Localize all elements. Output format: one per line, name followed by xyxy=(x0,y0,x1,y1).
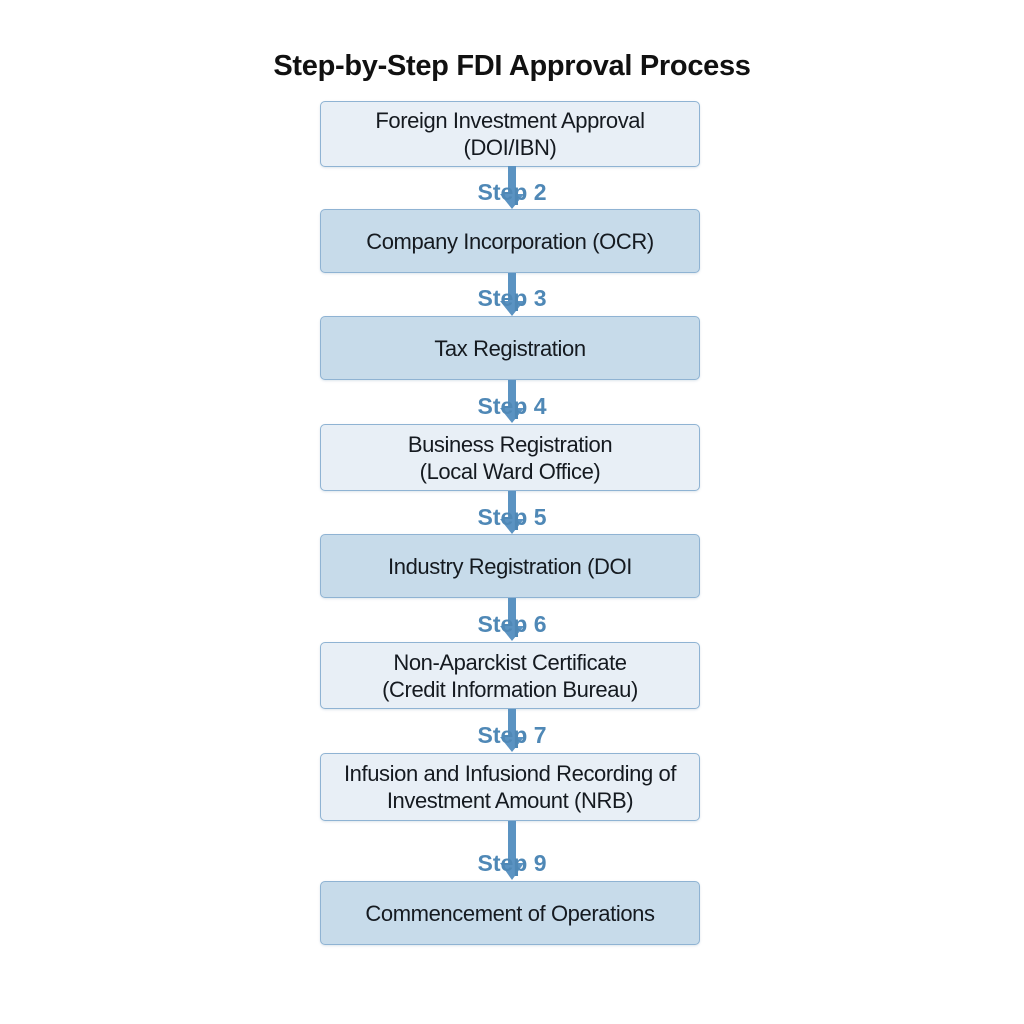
step-text: Non-Aparckist Certificate (Credit Inform… xyxy=(382,649,638,702)
page-title: Step-by-Step FDI Approval Process xyxy=(273,50,751,82)
step-text: Tax Registration xyxy=(434,335,586,361)
step-box-6: Non-Aparckist Certificate (Credit Inform… xyxy=(320,642,700,709)
step-label: Step 6 xyxy=(477,611,547,637)
arrow-down-icon xyxy=(500,821,524,880)
arrow-down-icon xyxy=(500,598,524,641)
step-text: Infusion and Infusiond Recording of Inve… xyxy=(343,761,677,813)
step-label: Step 2 xyxy=(477,179,547,205)
arrow-down-icon xyxy=(500,491,524,534)
step-box-5: Industry Registration (DOI xyxy=(320,534,700,598)
arrow-down-icon xyxy=(500,166,524,209)
step-box-3: Tax Registration xyxy=(320,316,700,380)
step-text: Company Incorporation (OCR) xyxy=(366,228,654,254)
step-box-1: Foreign Investment Approval (DOI/IBN) xyxy=(320,101,700,167)
step-label: Step 7 xyxy=(477,722,547,748)
step-label: Step 3 xyxy=(477,285,547,311)
step-box-2: Company Incorporation (OCR) xyxy=(320,209,700,273)
step-label: Step 4 xyxy=(477,393,547,419)
step-text: Commencement of Operations xyxy=(365,900,655,926)
arrow-down-icon xyxy=(500,380,524,423)
step-text: Foreign Investment Approval (DOI/IBN) xyxy=(375,108,645,160)
arrow-down-icon xyxy=(500,709,524,752)
step-text: Industry Registration (DOI xyxy=(388,553,632,579)
step-label: Step 5 xyxy=(477,504,547,530)
step-label: Step 9 xyxy=(477,850,547,876)
step-text: Business Registration (Local Ward Office… xyxy=(407,431,613,484)
step-box-4: Business Registration (Local Ward Office… xyxy=(320,424,700,491)
step-box-9: Commencement of Operations xyxy=(320,881,700,945)
arrow-down-icon xyxy=(500,273,524,316)
step-box-7: Infusion and Infusiond Recording of Inve… xyxy=(320,753,700,821)
